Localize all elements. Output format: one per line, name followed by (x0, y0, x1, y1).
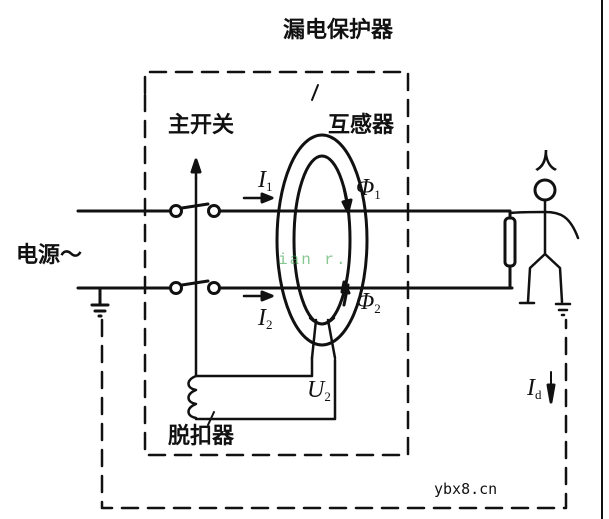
protector-title: 漏电保护器 (283, 18, 394, 43)
site-watermark: ybx8.cn (434, 480, 498, 498)
toroid-outer (275, 133, 369, 347)
right-border-line (601, 0, 603, 519)
flux-phi2-label: Φ2 (356, 289, 381, 316)
main-switch-label: 主开关 (168, 113, 235, 138)
load-connection (496, 209, 512, 218)
power-source-label: 电源～ (16, 243, 83, 268)
source-ground (90, 286, 110, 318)
title-pointer (311, 84, 319, 101)
toroid-inner (292, 154, 352, 326)
person-ground (554, 302, 572, 317)
trip-coil (194, 356, 314, 378)
transformer-label: 互感器 (328, 113, 395, 138)
current-i1-label: I1 (258, 167, 273, 194)
switch-contact (169, 281, 183, 295)
person-head (533, 178, 557, 202)
switch-contact (207, 204, 221, 218)
current-i2-label: I2 (258, 305, 273, 332)
switch-contact (207, 281, 221, 295)
leakage-current-label: Id (527, 375, 542, 402)
leakage-return-path (100, 318, 568, 510)
person-label: 人 (535, 150, 558, 175)
voltage-u2-label: U2 (307, 377, 331, 404)
load-resistor (503, 216, 517, 268)
flux-phi1-label: Φ1 (356, 175, 381, 202)
faint-watermark-overlay: ian r. (278, 251, 348, 269)
trip-unit-label: 脱扣器 (168, 424, 235, 449)
switch-contact (169, 204, 183, 218)
protector-boundary (143, 70, 410, 457)
